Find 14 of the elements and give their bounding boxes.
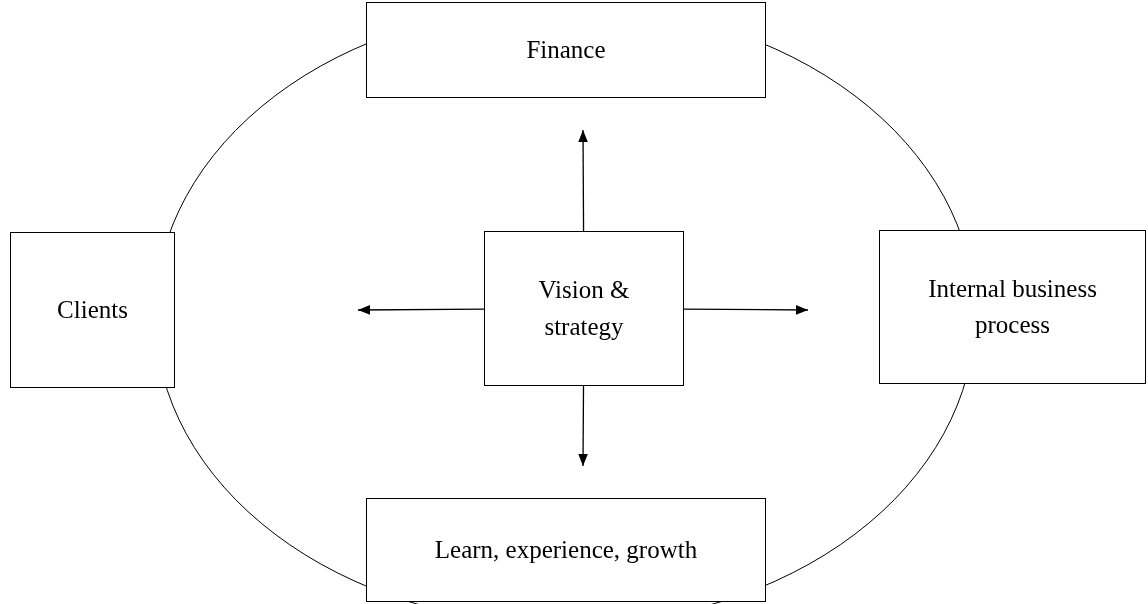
perspective-box: [879, 230, 1146, 384]
arrow: [578, 129, 588, 232]
arrow: [357, 305, 485, 315]
perspective-box: [484, 231, 684, 386]
perspective-box: [366, 498, 766, 602]
box-label: Clients: [56, 294, 129, 325]
perspective-box: [10, 232, 175, 388]
box-label: Vision & strategy: [537, 275, 631, 342]
arrow: [578, 385, 588, 467]
box-label: Learn, experience, growth: [433, 534, 699, 565]
perspective-box: [366, 2, 766, 98]
box-label: Finance: [525, 34, 607, 65]
arrow: [683, 305, 809, 315]
box-label: Internal business process: [927, 273, 1098, 340]
